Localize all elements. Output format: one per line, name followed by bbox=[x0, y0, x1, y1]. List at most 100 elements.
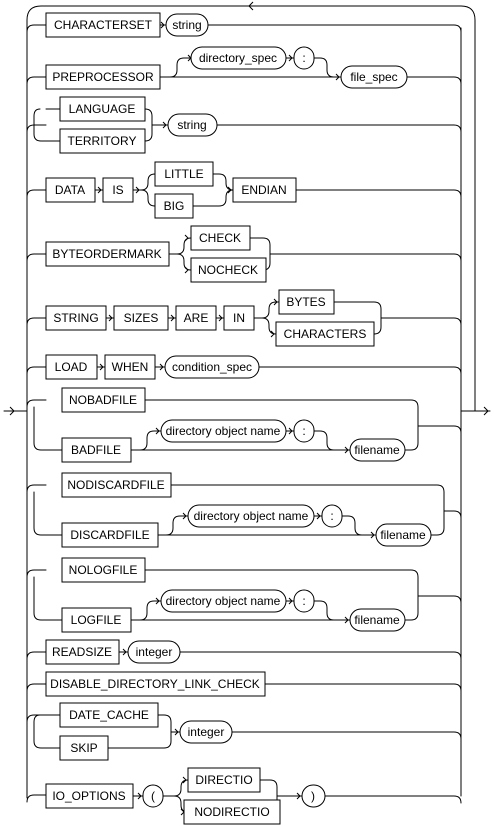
row-lines bbox=[33, 21, 445, 816]
kw-label: DISCARDFILE bbox=[70, 528, 149, 542]
kw-language: LANGUAGE bbox=[59, 96, 146, 122]
kw-label: CHARACTERS bbox=[284, 327, 367, 341]
kw-characters: CHARACTERS bbox=[275, 321, 375, 347]
nt-label: directory object name bbox=[194, 509, 309, 523]
kw-endian: ENDIAN bbox=[232, 177, 297, 203]
main-loop bbox=[3, 1, 491, 799]
kw-skip: SKIP bbox=[59, 735, 109, 761]
nt-directory-object-name: directory object name bbox=[160, 419, 287, 443]
kw-sizes: SIZES bbox=[113, 305, 169, 331]
nt-string: string bbox=[165, 13, 209, 37]
kw-bytes: BYTES bbox=[278, 289, 335, 315]
nt-label: ) bbox=[311, 789, 315, 803]
kw-label: WHEN bbox=[112, 360, 149, 374]
kw-label: LANGUAGE bbox=[69, 102, 136, 116]
kw-when: WHEN bbox=[104, 354, 156, 380]
kw-label: NOBADFILE bbox=[69, 393, 137, 407]
kw-nodirectio: NODIRECTIO bbox=[183, 799, 281, 825]
kw-date-cache: DATE_CACHE bbox=[59, 702, 159, 728]
nt-string: string bbox=[167, 113, 218, 137]
nt-colon: : bbox=[293, 419, 315, 443]
kw-label: TERRITORY bbox=[68, 134, 137, 148]
kw-are: ARE bbox=[175, 305, 217, 331]
kw-label: STRING bbox=[53, 311, 98, 325]
kw-label: DIRECTIO bbox=[195, 773, 252, 787]
kw-label: NOLOGFILE bbox=[69, 563, 138, 577]
nt-colon: : bbox=[293, 46, 315, 70]
kw-byteordermark: BYTEORDERMARK bbox=[45, 241, 170, 267]
kw-label: NOCHECK bbox=[198, 263, 258, 277]
kw-nodiscardfile: NODISCARDFILE bbox=[61, 472, 172, 498]
kw-label: SIZES bbox=[124, 311, 159, 325]
kw-load: LOAD bbox=[45, 354, 98, 380]
kw-label: IO_OPTIONS bbox=[52, 789, 125, 803]
nt-label: filename bbox=[354, 443, 400, 457]
kw-label: DISABLE_DIRECTORY_LINK_CHECK bbox=[50, 677, 260, 691]
nt-label: directory_spec bbox=[199, 51, 277, 65]
kw-label: PREPROCESSOR bbox=[52, 70, 154, 84]
nt-integer: integer bbox=[179, 720, 233, 744]
nt-condition-spec: condition_spec bbox=[164, 355, 260, 379]
nt-filename: filename bbox=[349, 608, 406, 632]
nt-label: : bbox=[302, 51, 305, 65]
kw-label: READSIZE bbox=[52, 645, 112, 659]
kw-data: DATA bbox=[45, 177, 96, 203]
nt-label: directory object name bbox=[166, 424, 281, 438]
kw-label: DATA bbox=[55, 183, 85, 197]
kw-label: NODISCARDFILE bbox=[67, 478, 164, 492]
kw-label: BADFILE bbox=[71, 443, 121, 457]
kw-check: CHECK bbox=[190, 225, 251, 251]
nt-label: : bbox=[302, 424, 305, 438]
nt-label: file_spec bbox=[350, 70, 397, 84]
nt-label: string bbox=[172, 18, 201, 32]
nt-label: ( bbox=[151, 789, 155, 803]
nt-directory-object-name: directory object name bbox=[160, 589, 287, 613]
kw-disable-directory-link-check: DISABLE_DIRECTORY_LINK_CHECK bbox=[45, 671, 266, 697]
nt-filename: filename bbox=[349, 438, 406, 462]
nt-label: filename bbox=[354, 613, 400, 627]
kw-label: ARE bbox=[184, 311, 209, 325]
kw-label: ENDIAN bbox=[241, 183, 286, 197]
kw-label: BYTES bbox=[286, 295, 325, 309]
kw-label: IS bbox=[112, 183, 123, 197]
kw-label: DATE_CACHE bbox=[69, 708, 149, 722]
nt-label: integer bbox=[188, 725, 225, 739]
kw-nobadfile: NOBADFILE bbox=[61, 387, 146, 413]
kw-label: IN bbox=[233, 311, 245, 325]
kw-io-options: IO_OPTIONS bbox=[45, 783, 134, 809]
nt-file-spec: file_spec bbox=[340, 65, 408, 89]
kw-little: LITTLE bbox=[154, 161, 214, 187]
kw-label: SKIP bbox=[70, 741, 97, 755]
nonterminal-boxes: string directory_spec : file_spec string… bbox=[127, 13, 432, 808]
nt-label: string bbox=[177, 118, 206, 132]
kw-preprocessor: PREPROCESSOR bbox=[45, 64, 161, 90]
nt-label: : bbox=[302, 594, 305, 608]
row-connectors bbox=[26, 24, 462, 804]
kw-characterset: CHARACTERSET bbox=[45, 12, 161, 38]
kw-big: BIG bbox=[154, 193, 194, 219]
kw-in: IN bbox=[223, 305, 255, 331]
kw-readsize: READSIZE bbox=[45, 639, 120, 665]
nt-open-paren: ( bbox=[142, 784, 164, 808]
nt-filename: filename bbox=[375, 523, 432, 547]
nt-label: filename bbox=[380, 528, 426, 542]
kw-label: BYTEORDERMARK bbox=[52, 247, 161, 261]
nt-label: condition_spec bbox=[172, 360, 252, 374]
kw-label: CHARACTERSET bbox=[54, 18, 153, 32]
nt-label: integer bbox=[136, 645, 173, 659]
kw-logfile: LOGFILE bbox=[61, 607, 132, 633]
nt-colon: : bbox=[321, 504, 343, 528]
kw-label: NODIRECTIO bbox=[194, 805, 269, 819]
kw-badfile: BADFILE bbox=[61, 437, 132, 463]
nt-directory-object-name: directory object name bbox=[187, 504, 315, 528]
kw-string: STRING bbox=[45, 305, 107, 331]
kw-discardfile: DISCARDFILE bbox=[61, 522, 159, 548]
nt-colon: : bbox=[293, 589, 315, 613]
kw-directio: DIRECTIO bbox=[187, 767, 261, 793]
kw-label: LITTLE bbox=[164, 167, 203, 181]
kw-label: BIG bbox=[164, 199, 185, 213]
kw-label: LOAD bbox=[55, 360, 88, 374]
kw-is: IS bbox=[102, 177, 134, 203]
nt-label: : bbox=[330, 509, 333, 523]
